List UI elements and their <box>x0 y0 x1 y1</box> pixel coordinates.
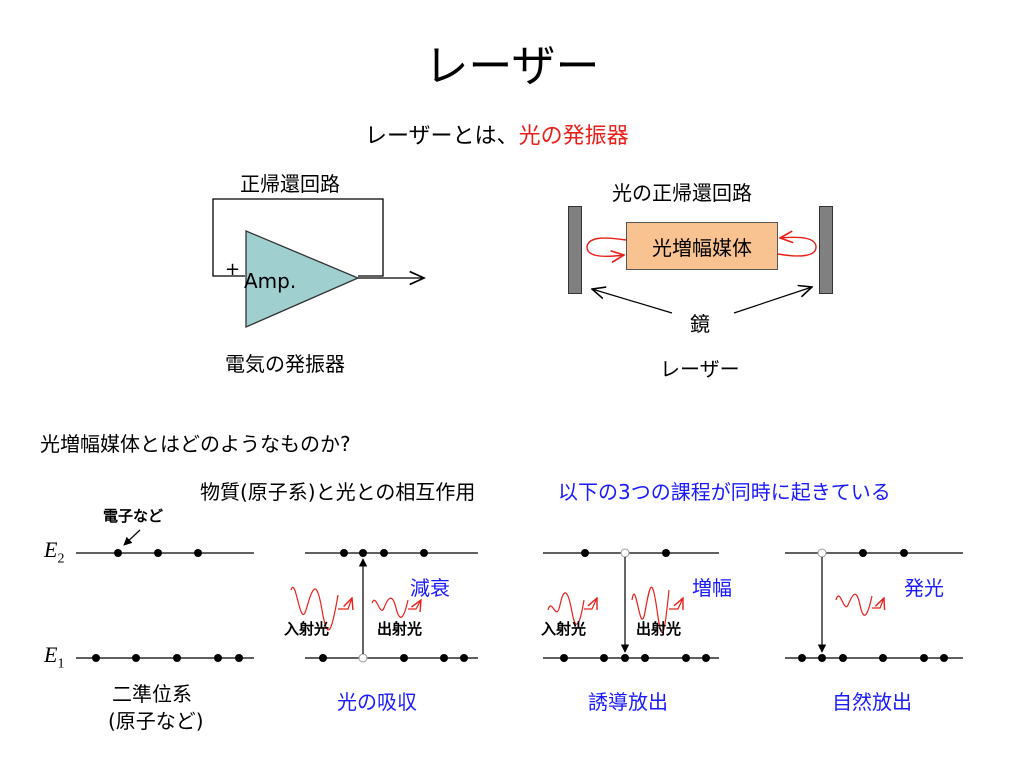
electron <box>682 654 690 662</box>
electron <box>600 654 608 662</box>
incident-wave <box>547 592 585 625</box>
electron <box>641 654 649 662</box>
slide-title: レーザー <box>424 41 600 92</box>
electron <box>173 654 181 662</box>
right-mirror <box>819 206 833 294</box>
electron-pointer-arrow <box>123 529 141 546</box>
hole <box>817 548 827 558</box>
electron <box>214 654 222 662</box>
emitted-wave <box>835 593 873 616</box>
two-level-caption-line2: (原子など) <box>108 709 204 733</box>
electron <box>818 654 826 662</box>
electron <box>581 549 589 557</box>
intro-prefix: レーザーとは、 <box>365 124 519 149</box>
amplifier-circuit <box>212 198 424 328</box>
outgoing-wave <box>371 597 409 618</box>
incident-wave-arrow <box>338 598 352 609</box>
electron <box>92 654 100 662</box>
intro-line: レーザーとは、光の発振器 <box>365 118 629 150</box>
stimulated-incident-label: 入射光 <box>541 620 587 638</box>
hole <box>620 548 630 558</box>
spontaneous-caption: 自然放出 <box>832 690 912 714</box>
electron <box>340 549 348 557</box>
electron <box>859 549 867 557</box>
electron <box>235 654 243 662</box>
interaction-label: 物質(原子系)と光との相互作用 <box>200 480 476 504</box>
mirror-pointer-left <box>592 289 673 314</box>
electron <box>194 549 202 557</box>
electron <box>879 654 887 662</box>
interaction-note: 以下の3つの課程が同時に起きている <box>558 480 891 504</box>
absorption-effect: 減衰 <box>410 576 450 600</box>
plus-sign: + <box>225 259 241 280</box>
emitted-wave-arrow <box>872 598 884 608</box>
electron <box>400 654 408 662</box>
two-level-caption-line1: 二準位系 <box>112 682 192 706</box>
outgoing-wave-arrow <box>669 598 683 609</box>
gain-medium-box: 光増幅媒体 <box>626 222 778 270</box>
electron <box>132 654 140 662</box>
electron <box>940 654 948 662</box>
amp-feedback-label: 正帰還回路 <box>240 172 340 196</box>
electron <box>702 654 710 662</box>
electron <box>460 654 468 662</box>
outgoing-wave-arrow <box>408 600 421 609</box>
panel-spontaneous-emission <box>785 548 963 662</box>
laser-feedback-label: 光の正帰還回路 <box>612 181 752 205</box>
electron <box>662 549 670 557</box>
left-mirror <box>568 206 582 294</box>
absorption-caption: 光の吸収 <box>337 690 417 714</box>
electron <box>380 549 388 557</box>
hole <box>358 653 368 663</box>
gain-medium-label: 光増幅媒体 <box>652 235 752 260</box>
incident-wave-arrow <box>584 598 597 609</box>
stimulated-caption: 誘導放出 <box>588 690 668 714</box>
outgoing-wave <box>631 586 670 634</box>
laser-cavity <box>586 237 817 314</box>
absorption-incident-label: 入射光 <box>284 620 330 638</box>
electron <box>420 549 428 557</box>
electron <box>839 654 847 662</box>
mirror-label: 鏡 <box>690 312 710 336</box>
absorption-outgoing-label: 出射光 <box>377 620 423 638</box>
electron <box>920 654 928 662</box>
electron <box>154 549 162 557</box>
incident-wave <box>290 586 339 631</box>
amp-label: Amp. <box>244 269 297 293</box>
electron <box>319 654 327 662</box>
stimulated-outgoing-label: 出射光 <box>636 620 682 638</box>
upper-level-symbol: E2 <box>44 537 65 567</box>
stimulated-effect: 増幅 <box>692 576 732 600</box>
electron <box>621 654 629 662</box>
mirror-pointer-right <box>733 287 812 314</box>
feedback-loop-wire <box>212 198 384 277</box>
electron <box>900 549 908 557</box>
intro-highlight: 光の発振器 <box>518 124 629 149</box>
spontaneous-effect: 発光 <box>904 576 944 600</box>
laser-caption: レーザー <box>660 357 740 381</box>
lower-level-symbol: E1 <box>44 642 65 672</box>
electron <box>440 654 448 662</box>
amplifier-triangle <box>245 230 360 328</box>
panel-absorption <box>290 549 478 663</box>
panel-two-level <box>76 529 254 662</box>
panel-stimulated-emission <box>543 548 719 662</box>
beam-right-loop <box>777 237 817 257</box>
electron <box>114 549 122 557</box>
beam-left-loop <box>586 237 627 256</box>
electron <box>560 654 568 662</box>
electron <box>798 654 806 662</box>
electron <box>359 549 367 557</box>
amp-caption: 電気の発振器 <box>225 352 345 376</box>
electron-label: 電子など <box>103 507 164 525</box>
question-text: 光増幅媒体とはどのようなものか? <box>40 432 351 456</box>
